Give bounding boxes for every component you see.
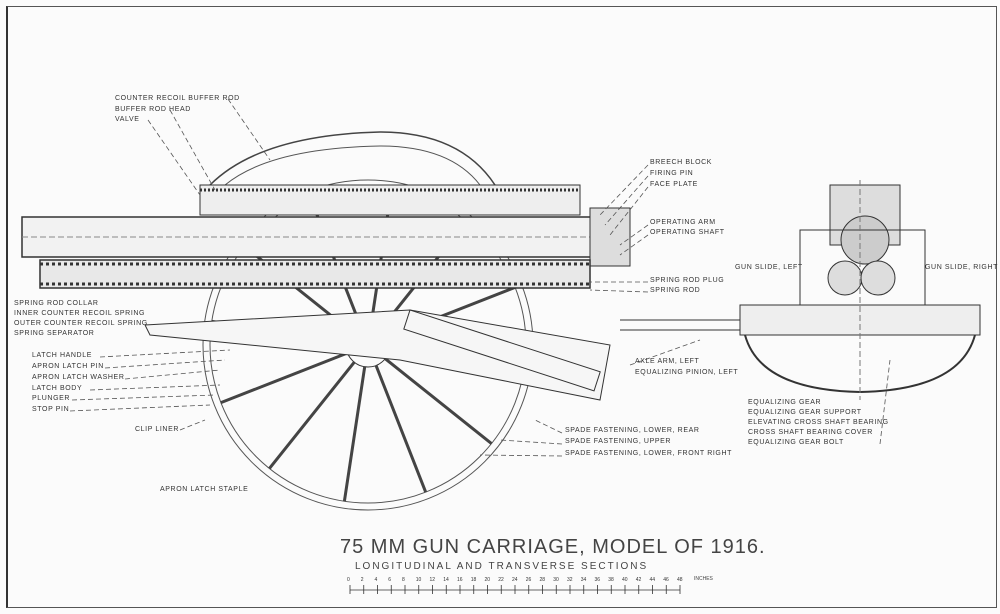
label-stop-pin: STOP PIN <box>32 406 70 413</box>
wheel-spoke <box>268 361 356 470</box>
scale-tick-label: 24 <box>512 577 518 583</box>
scale-tick-label: 14 <box>443 577 449 583</box>
scale-tick-label: 22 <box>498 577 504 583</box>
scale-tick-label: 26 <box>525 577 532 583</box>
scale-tick-label: 44 <box>649 577 656 583</box>
label-inner-counter-recoil-spring: INNER COUNTER RECOIL SPRING <box>14 310 146 317</box>
gun-barrel <box>21 207 631 267</box>
scale-tick-label: 28 <box>539 577 546 583</box>
scale-tick-label: 8 <box>402 577 405 583</box>
label-equalizing-gear-bolt: EQUALIZING GEAR BOLT <box>748 439 844 446</box>
label-axle-arm-left: AXLE ARM, LEFT <box>635 358 700 365</box>
label-firing-pin: FIRING PIN <box>650 170 694 177</box>
scale-bar <box>349 585 681 594</box>
label-spring-separator: SPRING SEPARATOR <box>14 330 95 337</box>
label-spade-fastening-lower-front-right: SPADE FASTENING, LOWER, FRONT RIGHT <box>565 450 732 457</box>
wheel-spoke <box>384 357 493 445</box>
label-operating-shaft: OPERATING SHAFT <box>650 229 725 236</box>
label-outer-counter-recoil-spring: OUTER COUNTER RECOIL SPRING <box>14 320 148 327</box>
label-buffer-rod-head: BUFFER ROD HEAD <box>115 106 191 113</box>
scale-tick-label: 20 <box>484 577 491 583</box>
label-spring-rod-collar: SPRING ROD COLLAR <box>14 300 99 307</box>
label-latch-body: LATCH BODY <box>32 385 83 392</box>
wheel-spoke <box>342 366 367 502</box>
wheel-spoke <box>220 351 349 405</box>
scale-tick-label: 0 <box>347 577 350 583</box>
scale-tick-label: 42 <box>635 577 642 583</box>
label-spring-rod: SPRING ROD <box>650 287 701 294</box>
scale-tick-label: 16 <box>457 577 463 583</box>
label-apron-latch-pin: APRON LATCH PIN <box>32 363 104 370</box>
scale-tick-label: 12 <box>429 577 436 583</box>
label-plunger: PLUNGER <box>32 395 71 402</box>
label-breech-block: BREECH BLOCK <box>650 159 713 166</box>
label-spring-rod-plug: SPRING ROD PLUG <box>650 277 725 284</box>
scale-tick-label: 10 <box>415 577 422 583</box>
label-equalizing-gear-support: EQUALIZING GEAR SUPPORT <box>748 409 862 416</box>
transverse-section <box>620 180 981 400</box>
recoil-cylinder <box>39 184 591 289</box>
scale-tick-label: 40 <box>622 577 628 583</box>
label-face-plate: FACE PLATE <box>650 181 698 188</box>
label-operating-arm: OPERATING ARM <box>650 219 716 226</box>
scale-tick-label: 46 <box>663 577 669 583</box>
scale-tick-label: 34 <box>580 577 587 583</box>
drawing-title: 75 MM GUN CARRIAGE, MODEL OF 1916. <box>340 536 766 558</box>
label-gun-slide-right: GUN SLIDE, RIGHT <box>925 264 998 271</box>
label-gun-slide-left: GUN SLIDE, LEFT <box>735 264 803 271</box>
label-apron-latch-staple: APRON LATCH STAPLE <box>160 486 249 493</box>
scale-tick-label: 36 <box>594 577 601 583</box>
trail <box>144 309 611 401</box>
scale-units: INCHES <box>694 576 713 582</box>
label-clip-liner: CLIP LINER <box>135 426 179 433</box>
scale-tick-label: 30 <box>553 577 559 583</box>
cradle-shield <box>209 131 496 186</box>
scale-tick-label: 6 <box>388 577 392 583</box>
scale-tick-label: 2 <box>360 577 364 583</box>
label-apron-latch-washer: APRON LATCH WASHER <box>32 374 125 381</box>
sheet-border <box>6 6 997 608</box>
label-spade-fastening-lower-rear: SPADE FASTENING, LOWER, REAR <box>565 427 700 434</box>
wheel-spoke <box>374 364 428 493</box>
label-cross-shaft-bearing-cover: CROSS SHAFT BEARING COVER <box>748 429 873 436</box>
leader-lines <box>69 98 891 457</box>
label-equalizing-pinion-left: EQUALIZING PINION, LEFT <box>635 369 739 376</box>
scale-tick-label: 32 <box>567 577 573 583</box>
label-counter-recoil-buffer-rod: COUNTER RECOIL BUFFER ROD <box>115 95 240 102</box>
drawing-subtitle: LONGITUDINAL AND TRANSVERSE SECTIONS <box>355 561 649 572</box>
label-equalizing-gear: EQUALIZING GEAR <box>748 399 822 406</box>
label-elevating-cross-shaft-bearing: ELEVATING CROSS SHAFT BEARING <box>748 419 889 426</box>
label-spade-fastening-upper: SPADE FASTENING, UPPER <box>565 438 672 445</box>
label-valve: VALVE <box>115 116 140 123</box>
scale-tick-label: 4 <box>374 577 378 583</box>
scale-tick-label: 38 <box>608 577 614 583</box>
label-latch-handle: LATCH HANDLE <box>32 352 92 359</box>
scale-tick-label: 18 <box>470 577 477 583</box>
scale-tick-label: 48 <box>677 577 683 583</box>
